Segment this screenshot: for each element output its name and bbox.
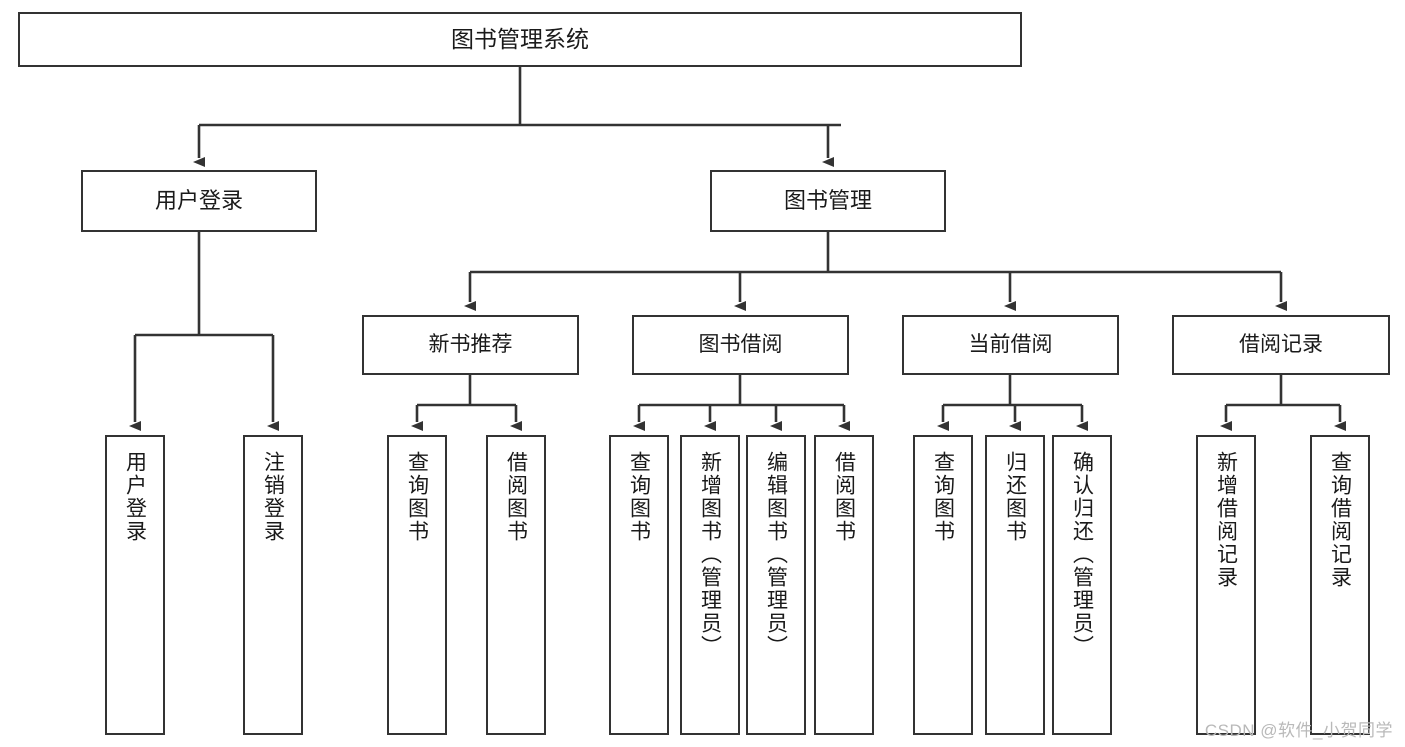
node-current-borrow[interactable]: 当前借阅 [902, 315, 1119, 375]
node-leaf-query-book-1[interactable]: 查询图书 [387, 435, 447, 735]
node-root-system[interactable]: 图书管理系统 [18, 12, 1022, 67]
node-leaf-logout-login[interactable]: 注销登录 [243, 435, 303, 735]
node-leaf-add-book-admin-label: 新增图书（管理员） [698, 451, 722, 658]
connector-group-new-book-recommend [411, 375, 522, 431]
node-leaf-add-book-admin[interactable]: 新增图书（管理员） [680, 435, 740, 735]
node-leaf-user-login[interactable]: 用户登录 [105, 435, 165, 735]
node-user-login-label: 用户登录 [154, 188, 243, 214]
node-book-manage[interactable]: 图书管理 [710, 170, 946, 232]
node-user-login[interactable]: 用户登录 [81, 170, 317, 232]
node-leaf-borrow-book-1-label: 借阅图书 [504, 451, 528, 543]
node-leaf-borrow-book-1[interactable]: 借阅图书 [486, 435, 546, 735]
node-leaf-query-book-3[interactable]: 查询图书 [913, 435, 973, 735]
node-new-book-recommend-label: 新书推荐 [428, 332, 513, 356]
node-book-manage-label: 图书管理 [783, 188, 872, 214]
node-borrow-record[interactable]: 借阅记录 [1172, 315, 1390, 375]
node-leaf-add-borrow-record[interactable]: 新增借阅记录 [1196, 435, 1256, 735]
node-root-system-label: 图书管理系统 [451, 25, 589, 52]
node-leaf-query-borrow-record[interactable]: 查询借阅记录 [1310, 435, 1370, 735]
node-leaf-add-borrow-record-label: 新增借阅记录 [1214, 451, 1238, 589]
node-leaf-query-book-2-label: 查询图书 [627, 451, 651, 543]
node-leaf-query-borrow-record-label: 查询借阅记录 [1328, 451, 1352, 589]
node-leaf-return-book[interactable]: 归还图书 [985, 435, 1045, 735]
node-leaf-borrow-book-2[interactable]: 借阅图书 [814, 435, 874, 735]
node-leaf-edit-book-admin-label: 编辑图书（管理员） [764, 451, 788, 658]
connector-group-book-borrow [633, 375, 850, 431]
node-leaf-confirm-return-admin-label: 确认归还（管理员） [1070, 451, 1094, 658]
connector-group-user-login [129, 232, 279, 431]
node-leaf-confirm-return-admin[interactable]: 确认归还（管理员） [1052, 435, 1112, 735]
node-leaf-return-book-label: 归还图书 [1003, 451, 1027, 543]
connector-group-current-borrow [937, 375, 1088, 431]
node-leaf-edit-book-admin[interactable]: 编辑图书（管理员） [746, 435, 806, 735]
node-borrow-record-label: 借阅记录 [1239, 332, 1323, 356]
node-book-borrow-label: 图书借阅 [698, 332, 783, 356]
connector-group-root [193, 67, 841, 167]
connector-group-borrow-record [1220, 375, 1346, 431]
node-leaf-logout-login-label: 注销登录 [261, 451, 285, 543]
connector-group-book-manage [464, 232, 1287, 311]
node-current-borrow-label: 当前借阅 [968, 332, 1053, 356]
node-leaf-borrow-book-2-label: 借阅图书 [832, 451, 856, 543]
node-leaf-query-book-1-label: 查询图书 [405, 451, 429, 543]
node-leaf-user-login-label: 用户登录 [123, 451, 147, 543]
csdn-watermark: CSDN @软件_小贺同学 [1204, 721, 1393, 740]
node-book-borrow[interactable]: 图书借阅 [632, 315, 849, 375]
node-new-book-recommend[interactable]: 新书推荐 [362, 315, 579, 375]
node-leaf-query-book-3-label: 查询图书 [931, 451, 955, 543]
node-leaf-query-book-2[interactable]: 查询图书 [609, 435, 669, 735]
